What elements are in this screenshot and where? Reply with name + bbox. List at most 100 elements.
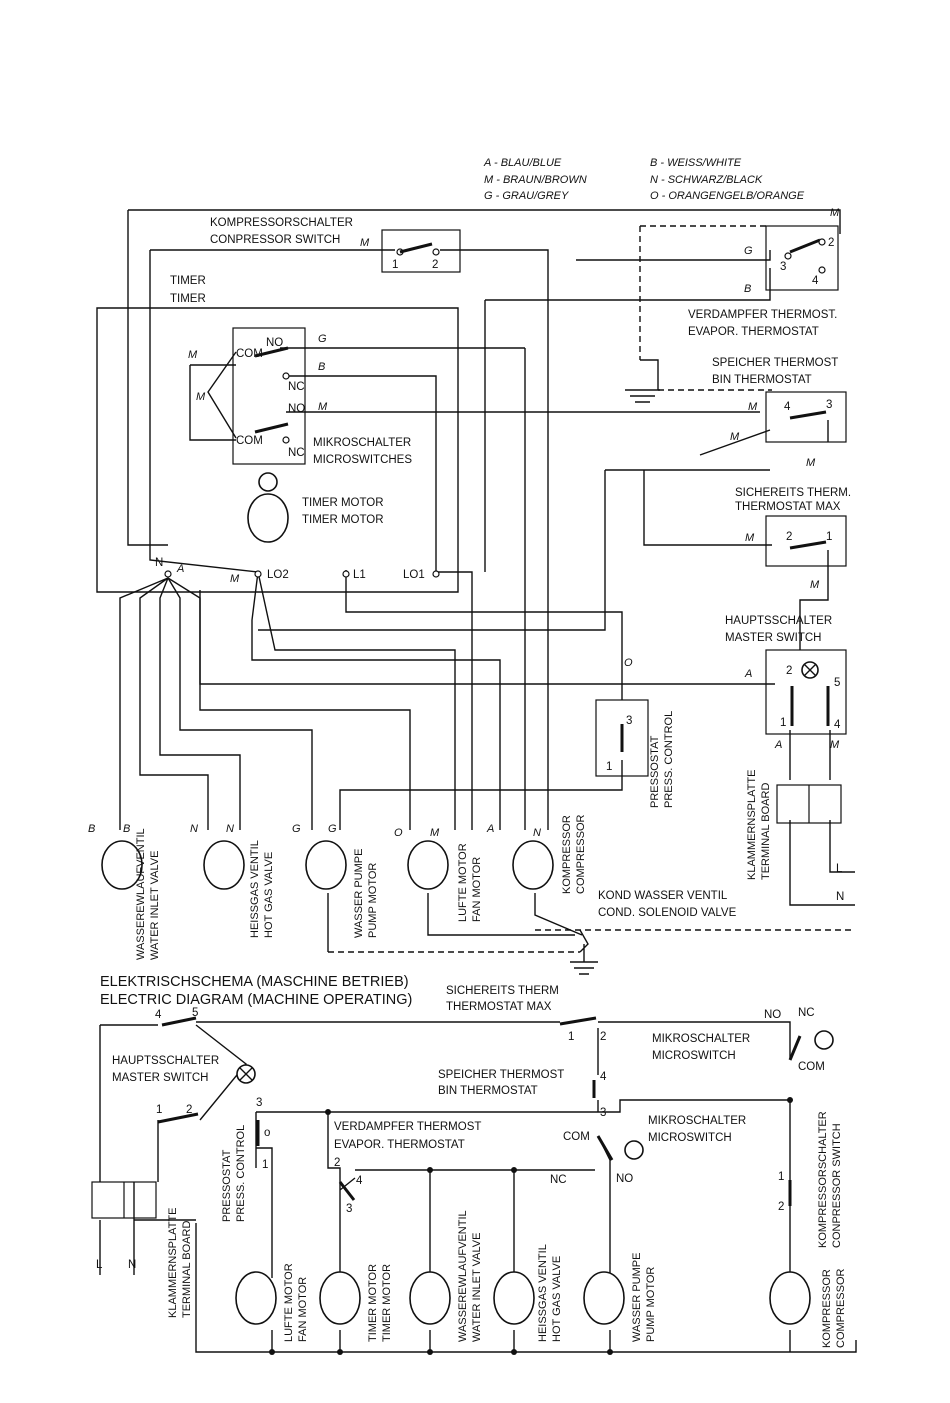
hot-gas-valve-motor: HEISSGAS VENTIL HOT GAS VALVE N N bbox=[190, 823, 275, 938]
load-label-en: HOT GAS VALVE bbox=[263, 852, 275, 938]
microswitch-1-nc bbox=[282, 372, 290, 380]
compressor-switch-box bbox=[381, 229, 461, 273]
op-evap-blade bbox=[338, 1181, 356, 1201]
safety-thermostat-label-en: THERMOSTAT MAX bbox=[735, 501, 841, 513]
wire-b-evap bbox=[505, 268, 771, 301]
terminal-number: 1 bbox=[826, 531, 832, 543]
load-label-de: HEISSGAS VENTIL bbox=[249, 840, 261, 938]
wire-lo1 bbox=[436, 571, 473, 830]
wire-code: M bbox=[318, 401, 328, 413]
terminal-number: 3 bbox=[626, 715, 632, 727]
wire-code: G bbox=[744, 245, 753, 257]
timer-motor-icon bbox=[247, 493, 289, 543]
safety-thermostat-box bbox=[765, 515, 847, 567]
legend-a: A - BLAU/BLUE bbox=[483, 157, 562, 169]
op-terminal-number: 3 bbox=[346, 1203, 352, 1215]
legend-b: B - WEISS/WHITE bbox=[650, 157, 742, 169]
op-micro-mid-label-en: MICROSWITCH bbox=[648, 1132, 732, 1144]
wire-code: M bbox=[830, 207, 840, 219]
op-load-label-de: WASSER PUMPE bbox=[631, 1253, 643, 1342]
op-bin-label-en: BIN THERMOSTAT bbox=[438, 1085, 538, 1097]
microswitch-2-blade bbox=[254, 422, 289, 434]
op-contact-label: NO bbox=[616, 1173, 633, 1185]
wire-code: A bbox=[774, 739, 782, 751]
load-label-de: WASSER PUMPE bbox=[353, 849, 365, 938]
master-switch-blades bbox=[790, 686, 830, 726]
load-wire-code: M bbox=[430, 827, 440, 839]
op-micro-top-blade bbox=[788, 1035, 802, 1061]
op-safety-label-de: SICHEREITS THERM bbox=[446, 985, 559, 997]
motor-icon bbox=[235, 1271, 277, 1325]
op-load-label-en: FAN MOTOR bbox=[297, 1277, 309, 1342]
microswitches-label-en: MICROSWITCHES bbox=[313, 454, 412, 466]
junction-dot bbox=[427, 1167, 433, 1173]
op-water-inlet-valve: WASSEREWLAUFVENTIL WATER INLET VALVE bbox=[409, 1210, 483, 1342]
terminal-number: 2 bbox=[786, 665, 792, 677]
compressor-switch-label-en: CONPRESSOR SWITCH bbox=[210, 234, 340, 246]
op-bin-label-de: SPEICHER THERMOST bbox=[438, 1069, 564, 1081]
op-contact-label: NC bbox=[798, 1007, 815, 1019]
op-bottom-rail bbox=[195, 1223, 857, 1353]
legend-m: M - BRAUN/BROWN bbox=[484, 174, 587, 186]
evap-thermostat-box bbox=[765, 225, 839, 291]
wire-code: M bbox=[188, 349, 198, 361]
load-wire-code: N bbox=[533, 827, 541, 839]
op-terminal-number: 4 bbox=[356, 1175, 363, 1187]
evap-thermostat-contact-2 bbox=[818, 238, 826, 246]
wire-code: M bbox=[196, 391, 206, 403]
wire-m-bin bbox=[484, 299, 505, 572]
terminal-number: 1 bbox=[606, 761, 612, 773]
pressostat-box bbox=[595, 699, 649, 777]
timer-terminal-label: N bbox=[155, 557, 163, 569]
terminal-number: 2 bbox=[432, 259, 438, 271]
op-contact-label: COM bbox=[563, 1131, 590, 1143]
op-switch-12-blade bbox=[157, 1112, 199, 1124]
load-label-en: PUMP MOTOR bbox=[367, 863, 379, 938]
op-master-lamp-cross bbox=[239, 1067, 253, 1081]
wire-cond-ground bbox=[570, 929, 598, 975]
supply-label: L bbox=[836, 863, 843, 875]
junction-dot bbox=[337, 1349, 343, 1355]
op-micro-mid-label-de: MIKROSCHALTER bbox=[648, 1115, 746, 1127]
master-switch-box bbox=[765, 649, 847, 735]
load-wire-code: B bbox=[123, 823, 130, 835]
load-wire-code: B bbox=[88, 823, 95, 835]
op-pressostat bbox=[255, 1112, 273, 1278]
op-terminal-number: o bbox=[264, 1127, 270, 1139]
load-label-de: LUFTE MOTOR bbox=[457, 843, 469, 922]
wire-cond-dashed bbox=[328, 929, 855, 953]
wire-comp-switch-left bbox=[149, 249, 395, 573]
terminal-number: 2 bbox=[828, 237, 834, 249]
compressor-switch-contact-2 bbox=[432, 248, 440, 256]
op-terminal-number: 2 bbox=[334, 1157, 340, 1169]
wire-ground bbox=[625, 359, 660, 403]
terminal-number: 2 bbox=[786, 531, 792, 543]
op-left-rail bbox=[99, 1024, 158, 1182]
timer-terminal-lo1 bbox=[432, 570, 440, 578]
op-load-label-de: TIMER MOTOR bbox=[367, 1264, 379, 1342]
water-inlet-valve-motor: WASSEREWLAUFVENTIL WATER INLET VALVE B B bbox=[88, 823, 161, 960]
motor-icon bbox=[407, 840, 449, 890]
wire-comp-switch-right bbox=[440, 249, 549, 830]
op-contact-label: COM bbox=[798, 1061, 825, 1073]
wire-code: O bbox=[624, 657, 633, 669]
load-wire-code: A bbox=[486, 823, 494, 835]
wire-b-nc bbox=[286, 375, 437, 572]
op-terminal-board-label-en: TERMINAL BOARD bbox=[181, 1221, 193, 1318]
supply-label: N bbox=[836, 891, 844, 903]
load-wire-code: G bbox=[292, 823, 301, 835]
op-pressostat-label-en: PRESS. CONTROL bbox=[235, 1125, 247, 1222]
op-supply-label: L bbox=[96, 1259, 103, 1271]
wire-code: M bbox=[360, 237, 370, 249]
timer-terminal-label: COM bbox=[236, 435, 263, 447]
wire-code: M bbox=[745, 532, 755, 544]
op-terminal-number: 5 bbox=[192, 1007, 198, 1019]
cond-valve-label-de: KOND WASSER VENTIL bbox=[598, 890, 728, 902]
operating-title-en: ELECTRIC DIAGRAM (MACHINE OPERATING) bbox=[100, 992, 412, 1008]
load-label-en: FAN MOTOR bbox=[471, 857, 483, 922]
wire-code: M bbox=[810, 579, 820, 591]
motor-icon bbox=[319, 1271, 361, 1325]
terminal-number: 4 bbox=[834, 719, 841, 731]
motor-icon bbox=[769, 1271, 811, 1325]
